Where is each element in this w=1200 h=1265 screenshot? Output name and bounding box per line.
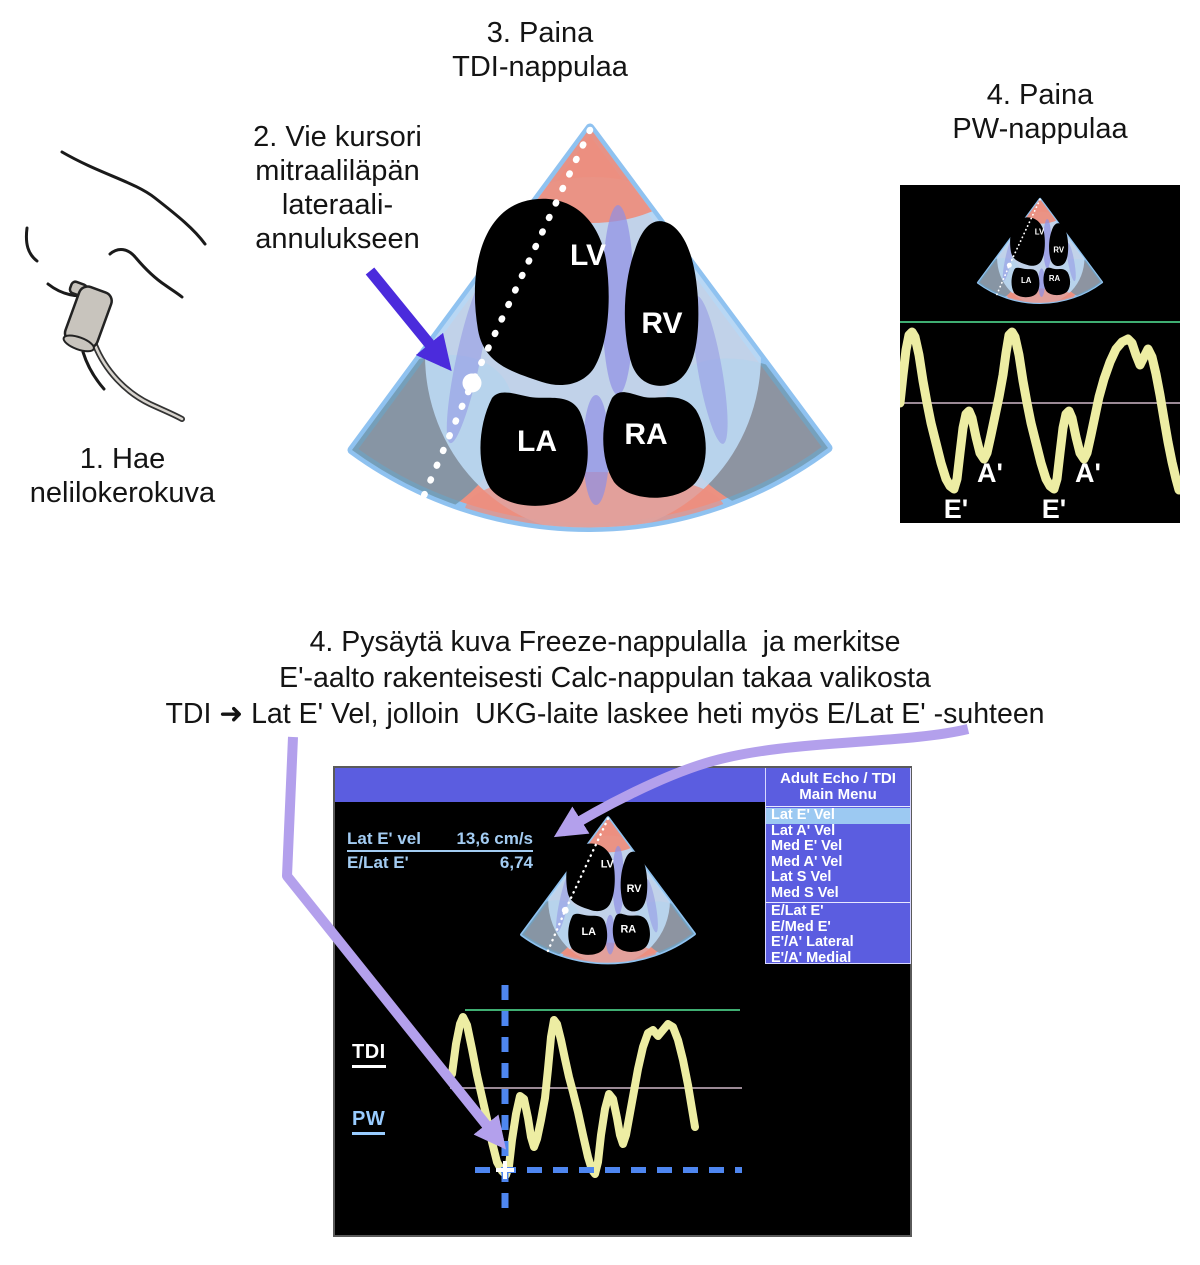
neck-line <box>24 226 39 263</box>
pw-doppler-screen: E' A' E' A' <box>900 185 1180 523</box>
menu-item-e-a-medial[interactable]: E'/A' Medial <box>771 949 852 966</box>
shoulder-line <box>60 150 207 246</box>
step1-annotation: 1. Hae nelilokerokuva <box>29 443 216 509</box>
menu-item-lat-e-vel[interactable]: Lat E' Vel <box>766 807 910 824</box>
menu-item-med-s-vel[interactable]: Med S Vel <box>771 884 839 901</box>
step4-pw-annotation: 4. Paina PW-nappulaa <box>952 79 1128 145</box>
tdi-mode-label: TDI <box>352 1041 386 1068</box>
body-line <box>81 350 106 391</box>
menu-item-e-med-e[interactable]: E/Med E' <box>771 918 831 935</box>
menu-separator-2 <box>766 902 910 903</box>
menu-item-lat-s-vel[interactable]: Lat S Vel <box>771 869 832 885</box>
pw-mode-label: PW <box>352 1108 386 1135</box>
a-prime-label-2: A' <box>1075 458 1101 488</box>
menu-item-med-e-vel[interactable]: Med E' Vel <box>771 838 843 854</box>
menu-item-med-a-vel[interactable]: Med A' Vel <box>771 853 843 870</box>
a-prime-label-1: A' <box>977 458 1003 488</box>
ultrasound-machine-screen: Adult Echo / TDI Main Menu Lat E' Vel La… <box>333 766 912 1237</box>
menu-title: Adult Echo / TDI <box>780 770 896 787</box>
measurement-value-2: 6,74 <box>499 853 533 872</box>
patient-probe-sketch <box>24 150 207 422</box>
calc-menu-header: Adult Echo / TDI Main Menu <box>766 768 910 805</box>
measurement-readout: Lat E' vel 13,6 cm/s E/Lat E' 6,74 <box>347 828 533 874</box>
menu-subtitle: Main Menu <box>799 786 877 803</box>
arm-line <box>108 248 184 299</box>
probe-cable-highlight <box>93 343 184 421</box>
e-prime-label-1: E' <box>944 494 968 523</box>
measure-cursor-cross[interactable] <box>496 1161 514 1179</box>
step2-annotation: 2. Vie kursori mitraaliläpän lateraali- … <box>253 121 422 255</box>
step3-annotation: 3. Paina TDI-nappulaa <box>452 17 628 83</box>
measurement-label-1: Lat E' vel <box>347 829 421 848</box>
probe-cable <box>92 342 185 422</box>
main-four-chamber-view <box>340 110 840 560</box>
menu-item-e-a-lateral[interactable]: E'/A' Lateral <box>771 934 854 950</box>
screen-top-bar <box>335 768 765 802</box>
e-prime-label-2: E' <box>1042 494 1066 523</box>
menu-item-lat-a-vel[interactable]: Lat A' Vel <box>771 822 836 839</box>
screen-tdi-waveform <box>448 1013 699 1179</box>
pw-tdi-waveform <box>900 327 1180 495</box>
menu-item-e-lat-e[interactable]: E/Lat E' <box>771 903 824 919</box>
ultrasound-probe <box>62 280 113 353</box>
machine-screen-graphics <box>448 768 742 1211</box>
measurement-value-1: 13,6 cm/s <box>456 829 533 848</box>
measurement-label-2: E/Lat E' <box>347 853 409 872</box>
step4-freeze-annotation: 4. Pysäytä kuva Freeze-nappulalla ja mer… <box>165 626 1045 730</box>
calc-menu: Adult Echo / TDI Main Menu Lat E' Vel La… <box>765 768 911 966</box>
